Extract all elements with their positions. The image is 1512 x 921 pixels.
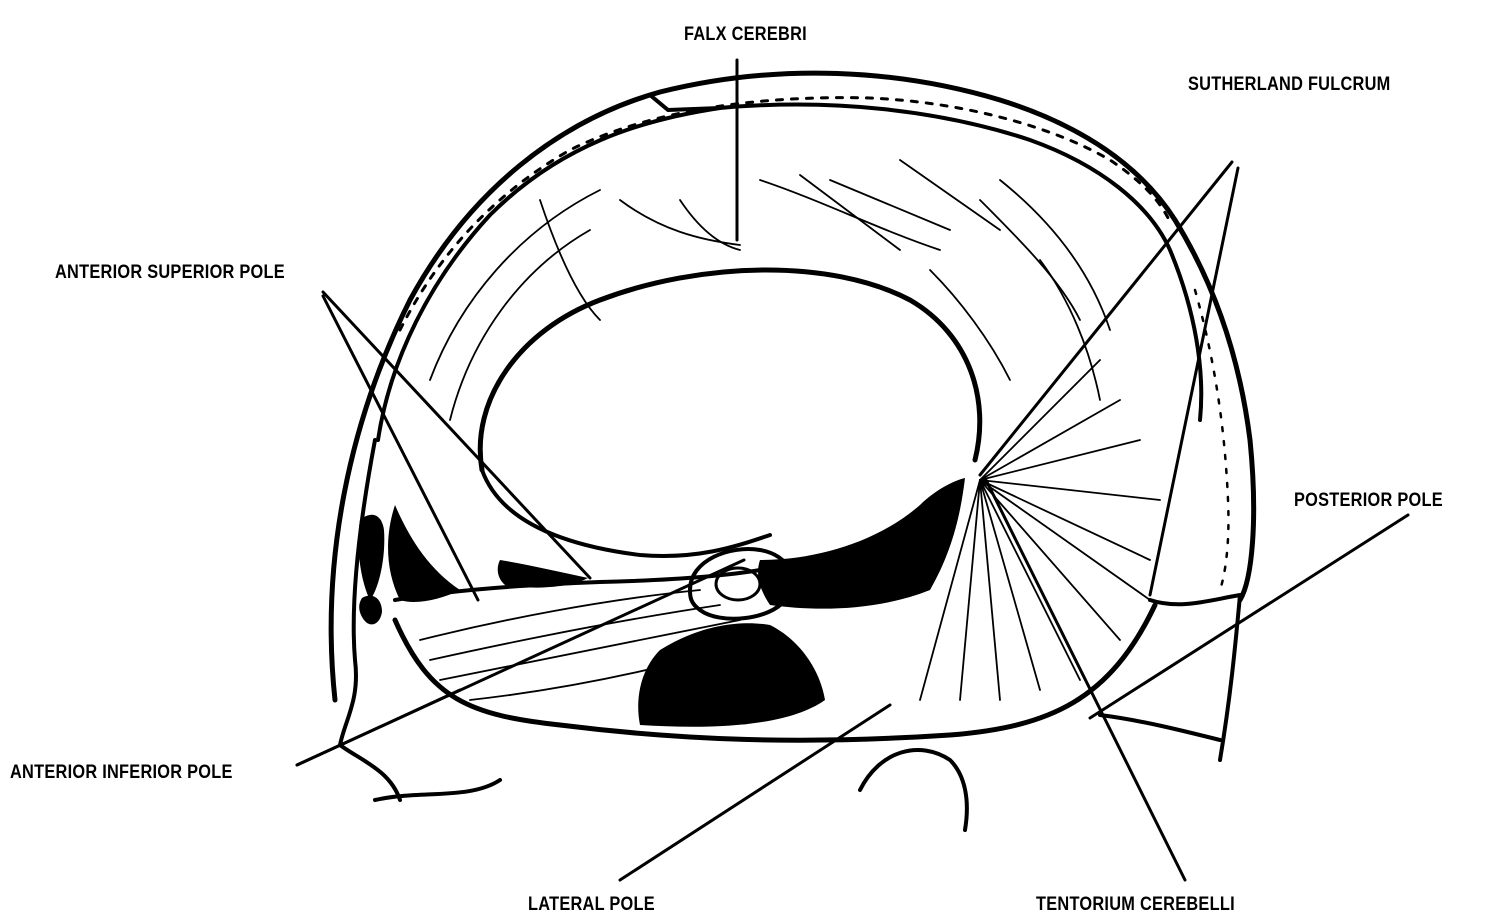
anterior-superior-leader-2	[321, 294, 480, 602]
label-tentorium-cerebelli: TENTORIUM CEREBELLI	[1036, 894, 1235, 915]
label-falx-cerebri: FALX CEREBRI	[684, 24, 807, 45]
right-base-lower	[1098, 713, 1222, 742]
anterior-superior-leader-1	[321, 290, 592, 580]
falx-fiber-lines	[429, 159, 1111, 421]
posterior-pole-leader	[1088, 513, 1410, 720]
sutherland-leader-1	[978, 160, 1234, 477]
falx-free-edge	[477, 267, 983, 473]
left-base-lower	[373, 778, 502, 802]
sutherland-leader-2	[1148, 166, 1240, 597]
shadow-left-fossa	[388, 505, 460, 602]
shadow-left-wedge	[497, 560, 588, 588]
falx-opening-lower	[480, 468, 772, 558]
label-sutherland-fulcrum: SUTHERLAND FULCRUM	[1188, 74, 1391, 95]
tentorium-leader	[983, 476, 1187, 882]
skull-inner-outline	[376, 102, 1204, 442]
label-lateral-pole: LATERAL POLE	[528, 894, 655, 915]
lateral-pole-leader	[618, 703, 892, 882]
label-anterior-superior-pole: ANTERIOR SUPERIOR POLE	[55, 262, 285, 283]
skull-suture-marks-2	[1193, 288, 1230, 592]
anterior-inferior-leader-2	[295, 688, 462, 767]
skull-outer-outline	[328, 70, 1257, 703]
coronal-suture	[648, 93, 722, 112]
label-posterior-pole: POSTERIOR POLE	[1294, 490, 1443, 511]
shadow-lower-fossa	[638, 623, 825, 727]
shadow-left-bone-spot	[359, 595, 382, 625]
tentorium-outline	[392, 602, 1158, 743]
shadow-left-edge	[358, 514, 385, 600]
right-base-bone	[1148, 593, 1242, 762]
skull-suture-marks	[398, 96, 1172, 332]
shadow-notch	[758, 478, 965, 609]
label-anterior-inferior-pole: ANTERIOR INFERIOR POLE	[10, 762, 233, 783]
sella-mound	[858, 748, 969, 832]
